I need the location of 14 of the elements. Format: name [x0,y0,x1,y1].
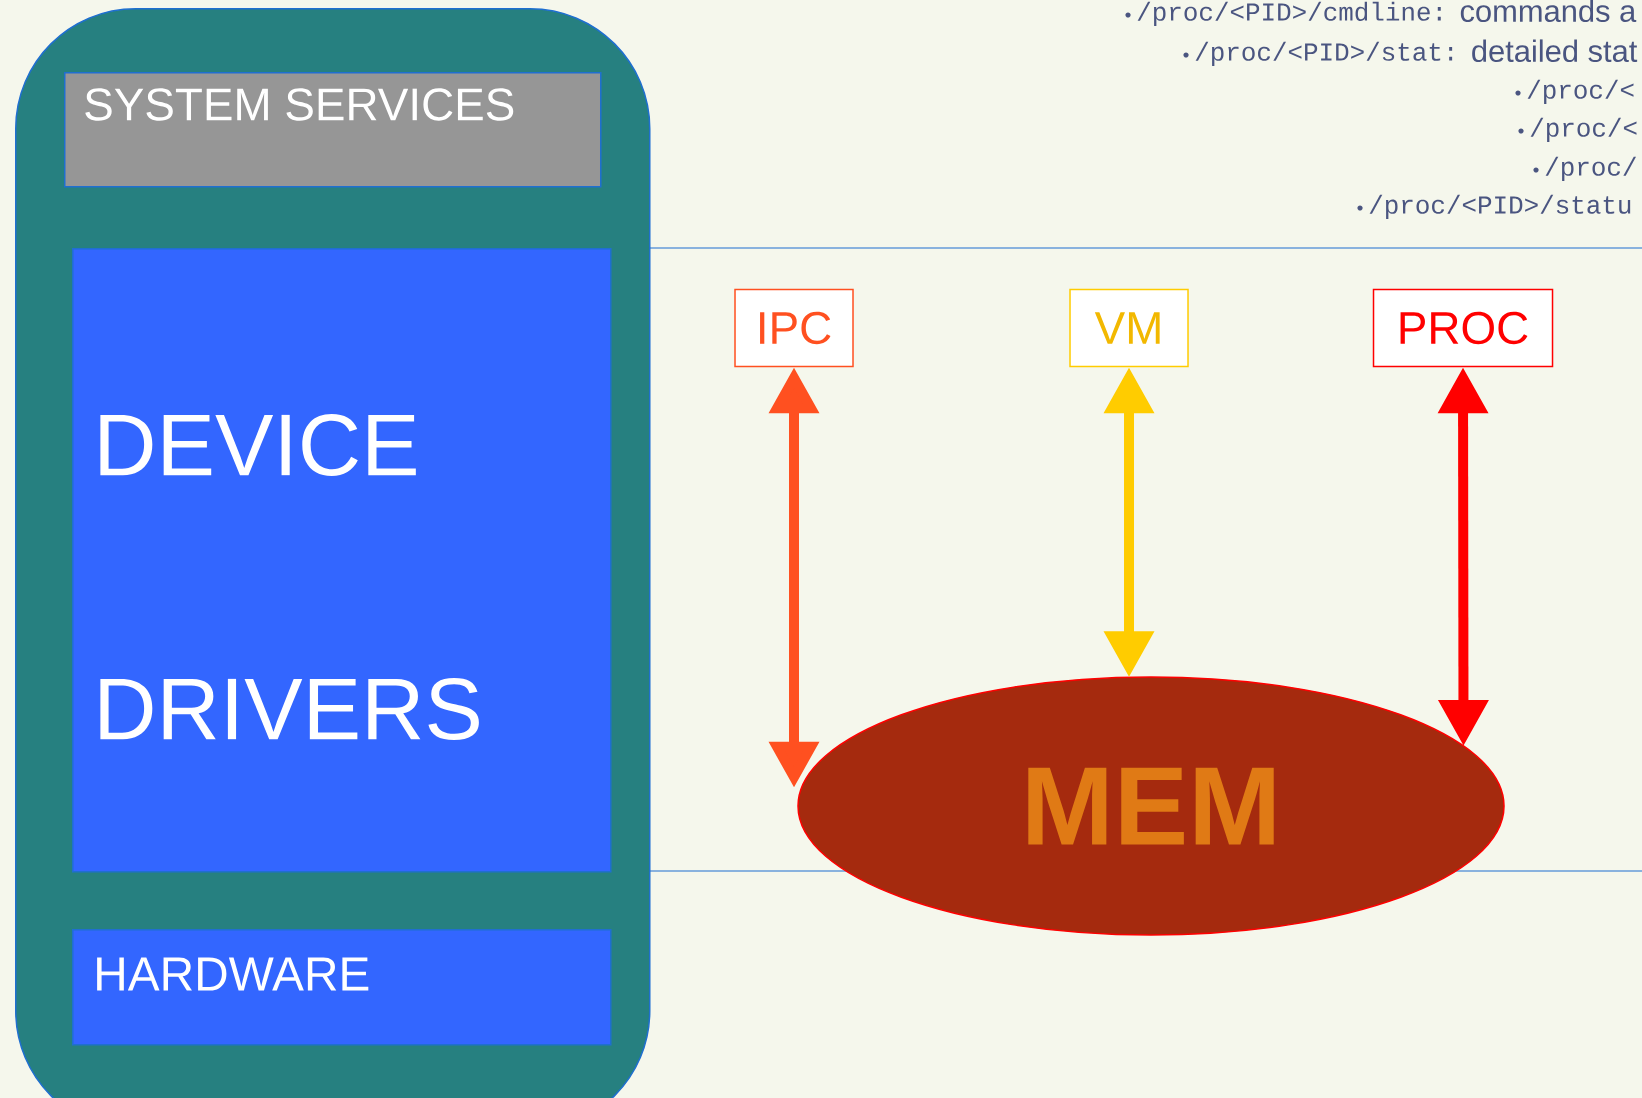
file-path: /proc/< [1530,117,1637,142]
service-box: SYSTEM SERVICES [64,72,602,188]
description: commands a [1460,0,1637,23]
file-path: /proc/<PID>/cmdline: [1137,1,1441,26]
driver-box: DEVICE DRIVERS [72,248,612,873]
tag-box: IPC [734,288,854,368]
tag-box: PROC [1372,288,1554,368]
tag-box: VM [1069,288,1189,368]
description: detailed stat [1472,39,1638,63]
file-path: /proc/ [1545,156,1636,181]
file-path: /proc/<PID>/stat: [1195,41,1453,66]
file-path: /proc/< [1527,79,1634,104]
file-path: /proc/<PID>/statu [1369,194,1631,219]
hardware-box: HARDWARE [72,929,612,1046]
